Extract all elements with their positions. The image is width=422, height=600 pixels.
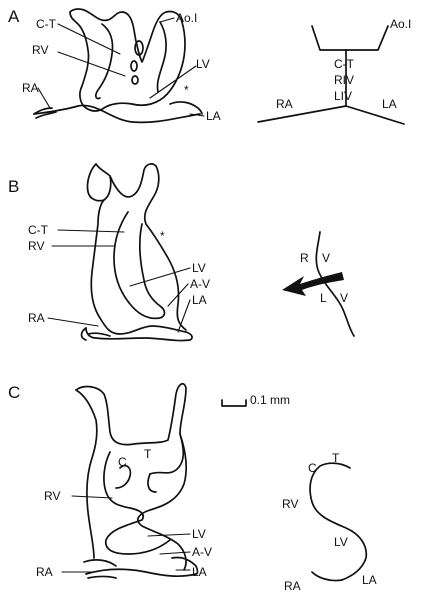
- panel-a-schematic-ra: RA: [276, 97, 293, 111]
- panel-c-schematic-lv: LV: [334, 535, 348, 549]
- panel-a-schematic: Ao.I C-T RIV LIV RA LA: [257, 17, 411, 125]
- panel-a-schematic-rv: RIV: [334, 73, 354, 87]
- panel-c-label-t: T: [144, 447, 152, 461]
- panel-b-schematic-arrow: [282, 272, 344, 296]
- panel-c-schematic-c: C: [308, 461, 317, 475]
- panel-a-la-leader: [189, 113, 205, 117]
- panel-a-island-3: [131, 75, 139, 85]
- panel-c-inner-trabeculae: [115, 464, 157, 493]
- panel-b-letter: B: [8, 177, 19, 196]
- panel-a-label-ao: Ao.I: [176, 11, 197, 25]
- panel-c-la-tip: [171, 556, 199, 575]
- panel-b-lv-leader: [129, 267, 191, 287]
- panel-a-schematic-ao: Ao.I: [390, 17, 411, 31]
- panel-c-outflow-outline: [75, 382, 187, 475]
- panel-b-label-ct: C-T: [28, 223, 49, 237]
- panel-b-label-la: LA: [192, 293, 207, 307]
- panel-a-ao-leader: [159, 17, 175, 23]
- panel-b: B C-T RV RA LV A-V LA * R V L V: [8, 163, 355, 342]
- panel-a-inner-wall: [94, 23, 114, 100]
- panel-c-scale-label: 0.1 mm: [250, 393, 290, 407]
- panel-c-label-lv: LV: [192, 527, 206, 541]
- panel-a-asterisk: *: [184, 83, 189, 97]
- panel-a-island-1: [134, 40, 144, 56]
- panel-a-inner-wall-left: [156, 21, 167, 93]
- panel-c-label-c: C: [118, 455, 127, 469]
- panel-a-ct-leader: [57, 23, 121, 55]
- panel-a-la-tip: [169, 101, 203, 115]
- panel-a-lv-leader: [149, 65, 197, 99]
- panel-a-label-lv: LV: [196, 57, 210, 71]
- panel-b-schematic-v2: V: [340, 291, 348, 305]
- panel-b-asterisk: *: [160, 229, 165, 243]
- panel-c-atrial-base: [85, 568, 197, 578]
- panel-b-schematic-r: R: [300, 251, 309, 265]
- panel-b-schematic-tube: [315, 231, 355, 337]
- panel-a-label-la: LA: [206, 109, 221, 123]
- panel-a-schematic-atria: [257, 105, 405, 125]
- panel-c-schematic-rv: RV: [282, 497, 298, 511]
- panel-b-label-rv: RV: [28, 239, 44, 253]
- panel-b-av-leader: [167, 283, 189, 307]
- panel-a-label-rv: RV: [32, 43, 48, 57]
- panel-b-la-leader: [177, 299, 191, 333]
- panel-c-schematic-t: T: [332, 451, 340, 465]
- panel-a-heart-outline: [69, 8, 186, 112]
- panel-a-schematic-outflow: [311, 25, 389, 51]
- panel-c-rv-leader: [71, 495, 113, 499]
- panel-c: C 0.1 mm T C RV LV A-V RA LA C T RV LV: [8, 382, 377, 593]
- panel-c-scale-bar: [221, 399, 247, 407]
- panel-c-label-ra: RA: [36, 565, 53, 579]
- panel-c-lv-leader: [147, 533, 191, 537]
- panel-b-schematic-l: L: [320, 291, 327, 305]
- panel-a-ra-leader: [37, 87, 51, 109]
- panel-a-label-ra: RA: [22, 81, 39, 95]
- panel-c-label-rv: RV: [44, 489, 60, 503]
- panel-b-ra-tip: [80, 327, 111, 341]
- panel-b-label-lv: LV: [192, 261, 206, 275]
- panel-a-island-2: [130, 60, 138, 72]
- panel-b-schematic: R V L V: [282, 231, 355, 337]
- panel-a-atrial-base: [33, 104, 201, 124]
- panel-c-letter: C: [8, 383, 20, 402]
- panel-a-schematic-la: LA: [382, 97, 397, 111]
- panel-c-ra-tip: [83, 559, 117, 579]
- panel-c-inner-wall: [103, 451, 171, 555]
- panel-b-schematic-v1: V: [322, 251, 330, 265]
- panel-b-ct-leader: [57, 229, 125, 233]
- panel-c-schematic-loop: [309, 462, 368, 581]
- panel-c-av-leader: [159, 551, 191, 555]
- panel-b-heart-outline: [85, 163, 193, 342]
- panel-c-outer-left: [75, 389, 98, 559]
- panel-b-label-ra: RA: [28, 311, 45, 325]
- panel-a-rv-leader: [57, 51, 126, 77]
- panel-b-upper-loop: [86, 163, 105, 202]
- panel-c-label-la: LA: [192, 565, 207, 579]
- panel-c-schematic-la: LA: [362, 573, 377, 587]
- panel-a-letter: A: [8, 7, 20, 26]
- panel-c-label-av: A-V: [192, 545, 212, 559]
- panel-c-schematic-ra: RA: [284, 579, 301, 593]
- panel-a-label-ct: C-T: [36, 17, 57, 31]
- panel-b-inner-wall: [113, 211, 166, 320]
- panel-b-ra-leader: [47, 317, 99, 327]
- panel-c-schematic: C T RV LV RA LA: [282, 451, 377, 593]
- panel-a-schematic-lv: LIV: [334, 89, 352, 103]
- panel-a: A C-T RV RA Ao.I LV LA * Ao.I: [8, 7, 411, 125]
- panel-b-label-av: A-V: [190, 277, 210, 291]
- panel-a-schematic-ct: C-T: [334, 57, 355, 71]
- panel-c-outer-right: [137, 433, 187, 571]
- panel-c-schematic-ra-arm: [311, 571, 343, 582]
- panel-b-outer-right: [109, 163, 187, 331]
